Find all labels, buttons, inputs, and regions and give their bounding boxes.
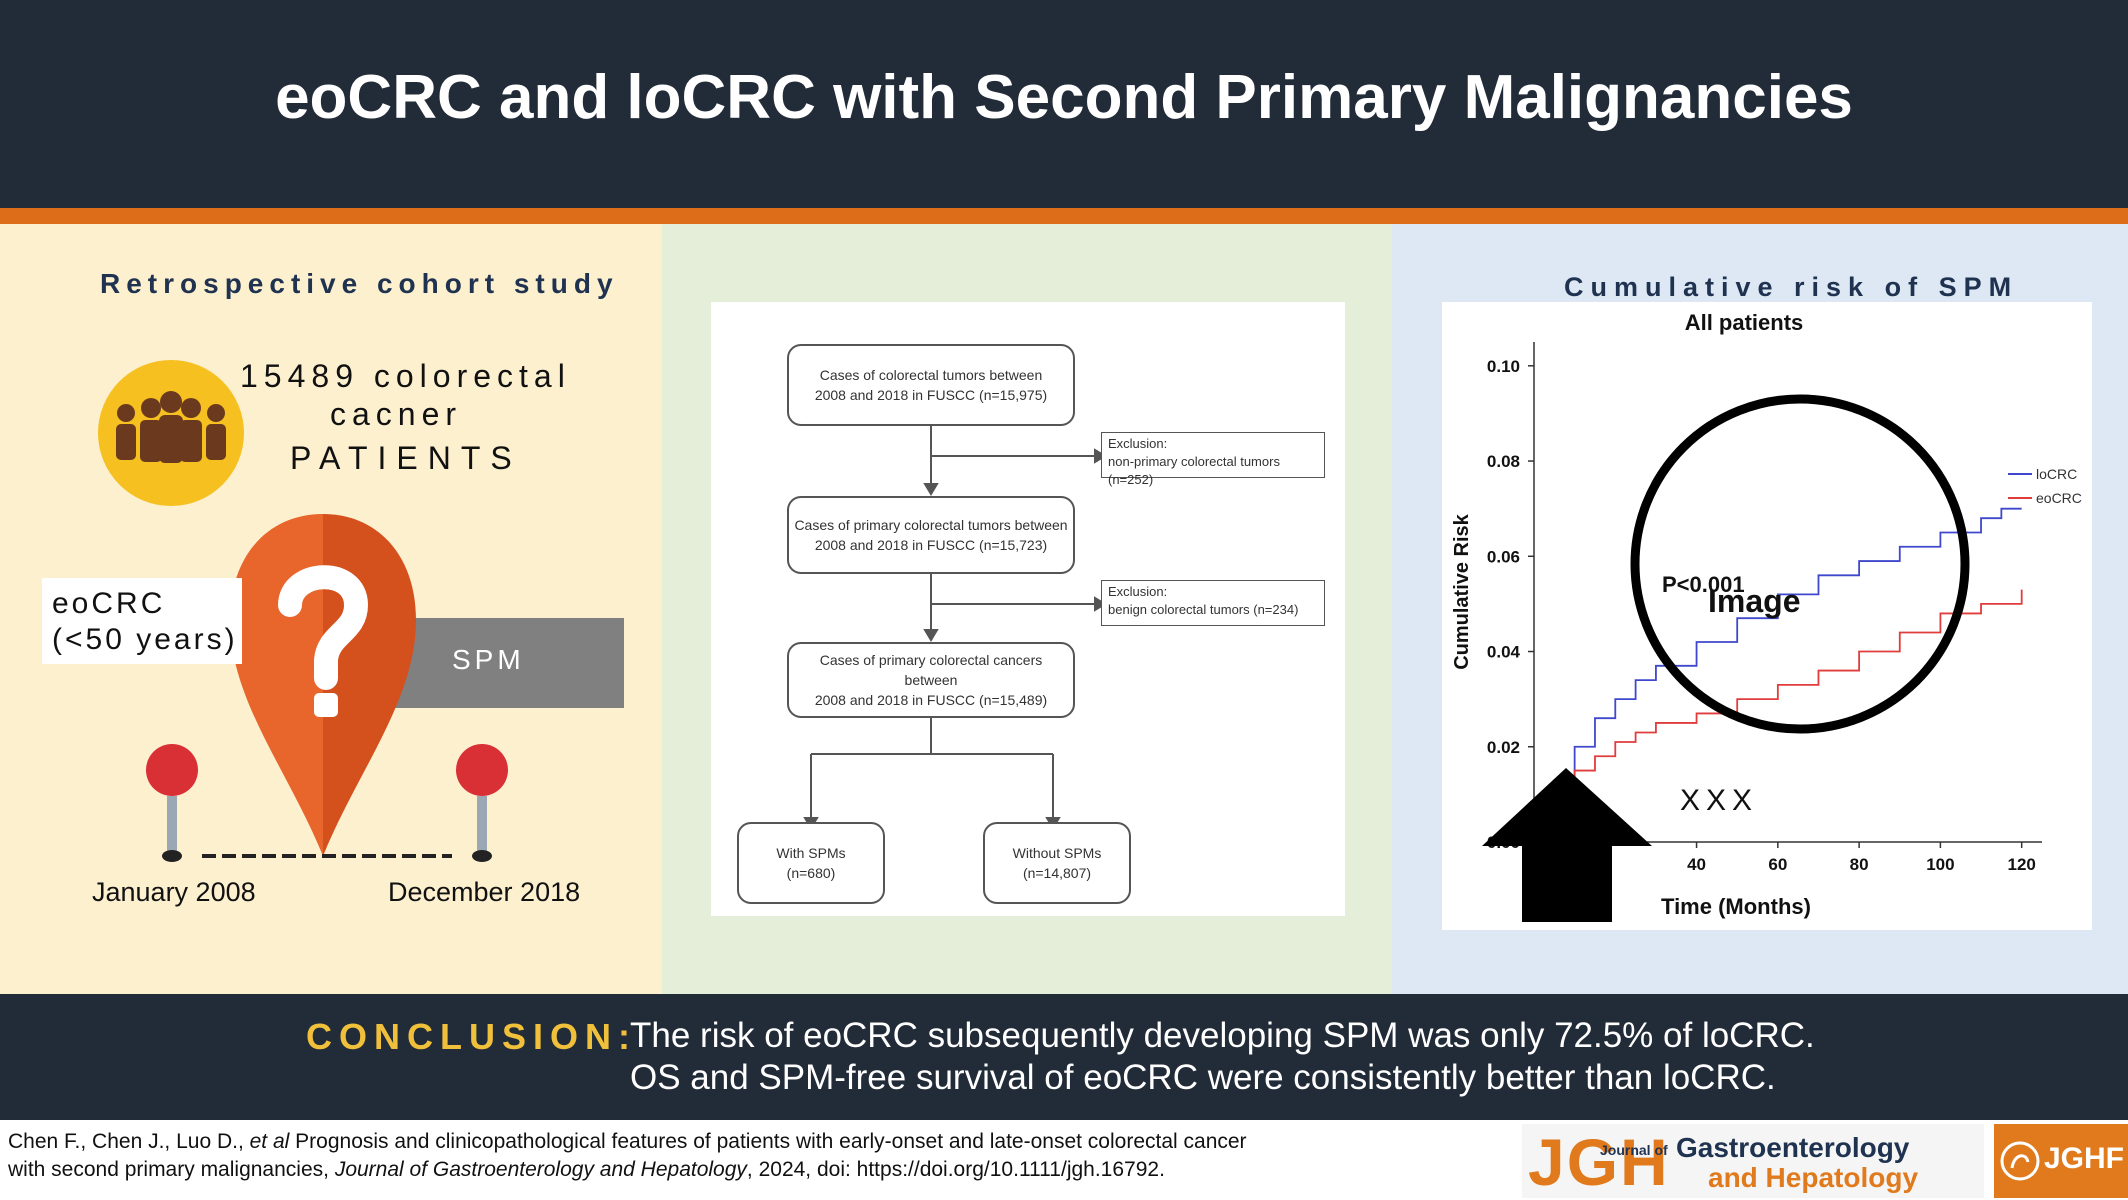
header-bar [0, 0, 2128, 208]
citation: Chen F., Chen J., Luo D., et al Prognosi… [8, 1130, 1247, 1181]
jgh-logo-letters: JGH [1528, 1125, 1670, 1199]
flow-node-primary-cancers: Cases of primary colorectal cancers betw… [787, 642, 1075, 718]
push-pin-icon [456, 744, 508, 862]
flow-node-without-spm: Without SPMs(n=14,807) [983, 822, 1131, 904]
eocrc-box [42, 578, 242, 664]
y-tick-label: 0.04 [1487, 643, 1521, 662]
jghf-logo-text: JGHF [2044, 1142, 2125, 1175]
xxx-label: XXX [1680, 784, 1758, 817]
risk-title: Cumulative risk of SPM [1564, 272, 2019, 302]
patients-count: 15489 colorectal [240, 358, 571, 394]
chart-title: All patients [1685, 310, 1804, 335]
patients-label: PATIENTS [290, 440, 522, 476]
jghf-logo: JGHF [1994, 1124, 2128, 1198]
conclusion-bar [0, 994, 2128, 1120]
question-mark-icon [278, 565, 369, 717]
eocrc-label: eoCRC (<50 years) [52, 586, 238, 658]
date-start: January 2008 [92, 877, 256, 907]
push-pin-icon [146, 744, 198, 862]
study-title: Retrospective cohort study [100, 268, 619, 299]
flowchart-connectors [803, 424, 1107, 830]
legend-label: loCRC [2036, 466, 2077, 482]
timeline [146, 744, 508, 862]
spm-bar [392, 618, 624, 708]
header-stripe [0, 208, 2128, 224]
patients-type: cacner [330, 396, 463, 432]
series-line-locrc [1534, 507, 2022, 820]
flow-node-with-spm: With SPMs(n=680) [737, 822, 885, 904]
group-people-icon [98, 360, 244, 506]
eocrc-label-line2: (<50 years) [52, 623, 238, 656]
y-tick-label: 0.06 [1487, 547, 1520, 566]
flow-exclusion-2: Exclusion:benign colorectal tumors (n=23… [1101, 580, 1325, 626]
chart-svg: All patients 0.000.020.040.060.080.10 04… [1451, 310, 2082, 922]
conclusion-line-1: The risk of eoCRC subsequently developin… [630, 1016, 1815, 1055]
x-tick-label: 40 [1687, 855, 1706, 874]
conclusion-line-2: OS and SPM-free survival of eoCRC were c… [630, 1058, 1776, 1097]
flow-exclusion-1: Exclusion:non-primary colorectal tumors … [1101, 432, 1325, 487]
conclusion-label: CONCLUSION: [306, 1016, 637, 1057]
x-axis-label: Time (Months) [1661, 894, 1811, 919]
y-tick-label: 0.08 [1487, 452, 1520, 471]
image-overlay-label: Image [1708, 583, 1800, 619]
journal-logo: JGH Journal of Gastroenterology and Hepa… [1522, 1124, 1984, 1199]
jghf-emblem-icon [2000, 1141, 2040, 1181]
x-tick-label: 120 [2007, 855, 2035, 874]
logo-name-line1: Gastroenterology [1676, 1132, 1910, 1163]
logo-journal-of: Journal of [1600, 1142, 1668, 1158]
x-tick-label: 80 [1850, 855, 1869, 874]
x-tick-label: 60 [1768, 855, 1787, 874]
y-axis-label: Cumulative Risk [1451, 513, 1473, 669]
y-tick-label: 0.02 [1487, 738, 1520, 757]
page-title: eoCRC and loCRC with Second Primary Mali… [275, 63, 1853, 132]
series-line-eocrc [1534, 589, 2023, 824]
cumulative-risk-chart: All patients 0.000.020.040.060.080.10 04… [1442, 302, 2092, 930]
up-arrow-icon [1482, 768, 1652, 922]
highlight-circle [1630, 394, 1970, 734]
p-value-label: P<0.001 [1662, 572, 1745, 597]
spm-label: SPM [452, 644, 525, 675]
flow-node-primary-tumors: Cases of primary colorectal tumors betwe… [787, 496, 1075, 574]
y-tick-label: 0.10 [1487, 357, 1520, 376]
legend-label: eoCRC [2036, 490, 2082, 506]
map-pin-icon [230, 514, 416, 856]
x-tick-label: 100 [1926, 855, 1954, 874]
logo-name-line2: and Hepatology [1708, 1162, 1919, 1193]
eocrc-label-line1: eoCRC [52, 587, 166, 620]
date-end: December 2018 [388, 877, 581, 907]
